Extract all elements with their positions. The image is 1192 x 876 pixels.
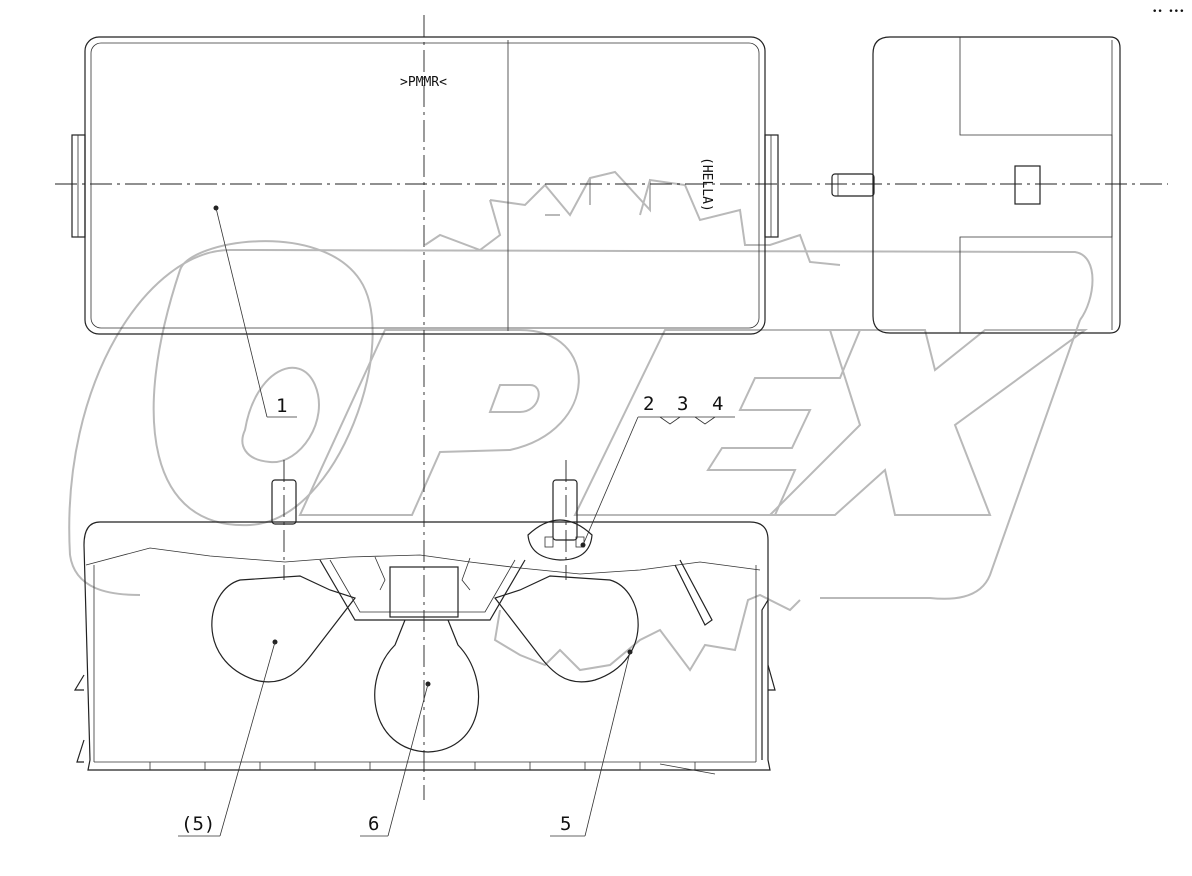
mounting-stud-left [271,479,297,525]
connector-pin [831,173,875,197]
connector-latch [1014,165,1041,205]
left-mount-tab [71,134,86,238]
watermark-letter-x [767,329,1089,516]
callout-2-label: 2 [643,393,654,415]
callout-1-label: 1 [276,395,287,417]
left-bulb [211,575,356,683]
callout-2-3-4: 2 3 4 [580,393,735,548]
right-mount-tab [764,134,779,238]
watermark-letter-e [573,329,862,516]
reflector [319,559,526,621]
watermark-letter-o [152,240,374,527]
callout-5-left-label: (5) [181,813,215,835]
lamp-top-view: >PMMR< (HELLA) [71,36,779,335]
callout-6-label: 6 [368,813,379,835]
callout-5-right: 5 [550,649,633,837]
callout-5-right-label: 5 [560,813,571,835]
center-bulb [374,619,480,753]
callout-1: 1 [213,205,297,418]
callout-5-left: (5) [178,639,278,837]
lamp-section-view [73,479,776,775]
watermark-gear [489,170,841,266]
connector-end-view: •• ••• [831,7,1185,334]
pmmr-marking: >PMMR< [400,75,447,90]
callouts: 1 2 3 4 (5) 6 5 [178,205,735,837]
callout-6: 6 [360,681,431,837]
right-bulb [494,575,639,683]
callout-3-label: 3 [677,393,688,415]
watermark-letter-p [298,329,580,516]
mounting-stud-right [552,479,578,541]
corner-mark: •• ••• [1152,7,1185,17]
opex-watermark [68,170,1094,672]
bulb-socket [389,566,459,618]
callout-4-label: 4 [712,393,723,415]
center-lines [55,15,1168,800]
